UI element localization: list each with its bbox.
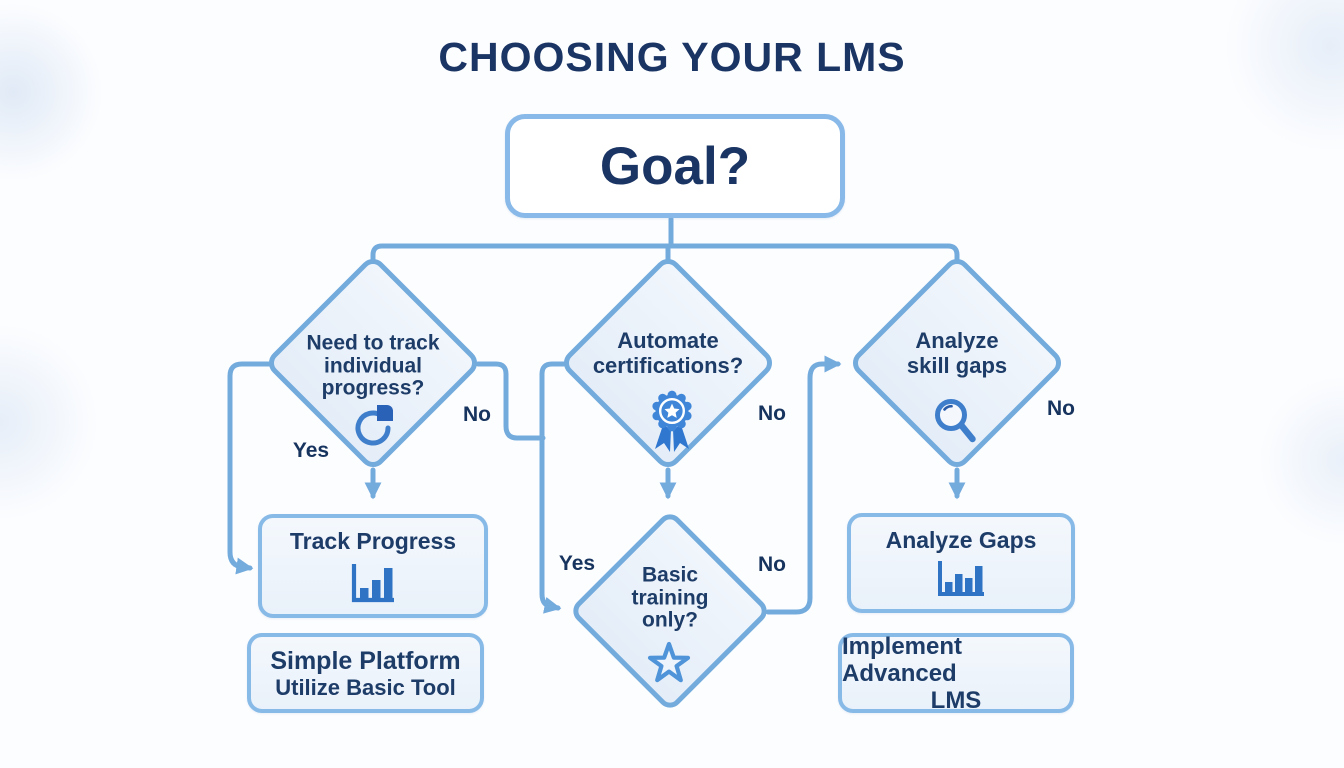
implement-advanced-label: Implement Advanced xyxy=(842,632,963,687)
decision-track-line2: individual xyxy=(323,353,423,377)
page-title: CHOOSING YOUR LMS xyxy=(438,34,906,80)
decision-basic-training-shape xyxy=(573,514,767,708)
decision-certifications-shape xyxy=(563,258,773,468)
decision-track-progress-label: Need to track individual progress? xyxy=(306,332,439,400)
decision-certifications-label: Automate certifications? xyxy=(593,328,743,378)
decision-gaps-line1: Analyze xyxy=(915,328,999,353)
decision-track-line1: Need to track xyxy=(306,331,440,355)
connector-gaps-in xyxy=(765,355,842,615)
decision-basic-training-label: Basic training only? xyxy=(632,564,709,632)
track-progress-label: Track Progress xyxy=(289,527,457,554)
decision-skill-gaps-shape xyxy=(852,258,1062,468)
decision-track-progress-shape xyxy=(268,258,478,468)
goal-label: Goal? xyxy=(599,136,751,196)
decision-basic-line1: Basic xyxy=(641,563,699,587)
decision-cert-line1: Automate xyxy=(617,328,719,353)
node-analyze-gaps: Analyze Gaps xyxy=(847,513,1075,613)
decision-basic-line2: training xyxy=(631,585,709,609)
edge-label-no-cert: No xyxy=(758,402,786,425)
bar-chart-icon xyxy=(351,563,394,602)
edge-label-no-gaps: No xyxy=(1047,397,1075,420)
connector-track-yes xyxy=(227,361,273,575)
decision-cert-line2: certifications? xyxy=(592,353,744,378)
analyze-gaps-label: Analyze Gaps xyxy=(885,527,1037,553)
certificate-badge-icon xyxy=(652,390,692,452)
edge-label-yes-track: Yes xyxy=(292,439,330,462)
node-implement-advanced-lms: Implement Advanced LMS xyxy=(838,632,1074,714)
pie-chart-icon xyxy=(355,405,393,446)
decision-gaps-line2: skill gaps xyxy=(906,353,1008,378)
bar-chart-icon xyxy=(938,561,984,596)
node-goal: Goal? xyxy=(505,114,845,218)
decision-basic-line3: only? xyxy=(642,608,698,632)
lms-label: LMS xyxy=(930,686,982,714)
node-simple-platform: Simple Platform Utilize Basic Tool xyxy=(247,633,484,713)
simple-platform-label: Simple Platform xyxy=(270,646,461,675)
utilize-basic-tool-label: Utilize Basic Tool xyxy=(275,674,456,700)
node-track-progress: Track Progress xyxy=(258,514,488,618)
edge-label-no-track: No xyxy=(463,403,491,426)
connector-track-no xyxy=(475,361,546,441)
edge-label-yes-basic: Yes xyxy=(558,552,596,575)
decision-skill-gaps-label: Analyze skill gaps xyxy=(907,328,1007,378)
connector-basic-yes xyxy=(539,361,567,614)
star-outline-icon xyxy=(647,641,691,683)
magnifying-glass-icon xyxy=(935,399,976,443)
decision-track-line3: progress? xyxy=(321,376,425,400)
connector-goal-split xyxy=(370,243,960,262)
edge-label-no-basic: No xyxy=(758,553,786,576)
